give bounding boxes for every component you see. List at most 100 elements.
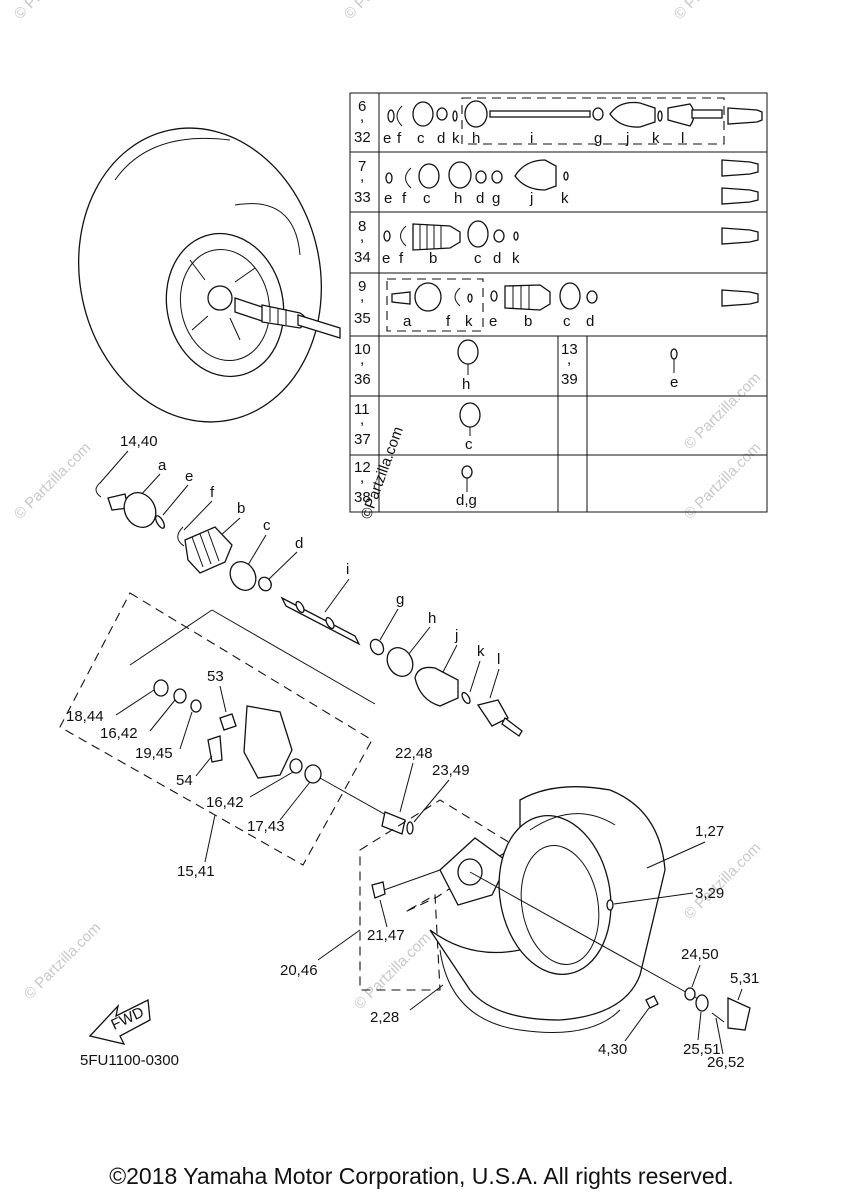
label-pin: 26,52 (707, 1054, 745, 1071)
label-e: e (185, 468, 193, 485)
table-letter: b (429, 250, 437, 267)
table-letter: g (594, 130, 602, 147)
table-letter: b (524, 313, 532, 330)
label-c: c (263, 517, 271, 534)
table-letter: e (489, 313, 497, 330)
label-bearing-a: 16,42 (100, 725, 138, 742)
table-row-num: 37 (354, 431, 371, 448)
diagram-code: 5FU1100-0300 (80, 1052, 179, 1069)
knuckle-assembly: 18,44 16,42 19,45 53 54 16,42 17,43 15,4… (59, 592, 470, 880)
label-b: b (237, 500, 245, 517)
table-letter: f (402, 190, 407, 207)
label-l: l (497, 651, 500, 668)
table-letter: c (474, 250, 482, 267)
label-seal-b: 17,43 (247, 818, 285, 835)
label-h: h (428, 610, 436, 627)
label-seal-a: 18,44 (66, 708, 104, 725)
table-row-num: 13 (561, 341, 578, 358)
table-row-num: 39 (561, 371, 578, 388)
variant-table: 6 , 32 7 , 33 8 , 34 9 , 35 10 , 36 11 ,… (349, 92, 768, 521)
table-letter: l (681, 130, 684, 147)
table-row-num: 35 (354, 310, 371, 327)
rear-wheel-assembly: 1,27 3,29 2,28 20,46 21,47 4,30 24,50 5,… (280, 786, 759, 1071)
table-letter: f (399, 250, 404, 267)
table-row-num: 38 (354, 489, 371, 506)
label-spacer: 22,48 (395, 745, 433, 762)
table-row-num: 32 (354, 129, 371, 146)
table-letter: h (462, 376, 470, 393)
label-g: g (396, 591, 404, 608)
table-row-num: 7 (358, 158, 366, 175)
watermark: © Partzilla.com (21, 919, 104, 1002)
label-washer: 24,50 (681, 946, 719, 963)
table-letter: c (563, 313, 571, 330)
label-knuckle: 15,41 (177, 863, 215, 880)
watermark: © Partzilla.com (681, 839, 764, 922)
table-row-sep: , (360, 108, 364, 125)
table-row-num: 8 (358, 218, 366, 235)
table-letter: k (452, 130, 460, 147)
label-clip: 14,40 (120, 433, 158, 450)
label-bolt: 21,47 (367, 927, 405, 944)
table-letter: h (454, 190, 462, 207)
table-letter: d,g (456, 492, 477, 509)
label-nut-53: 53 (207, 668, 224, 685)
label-a: a (158, 457, 167, 474)
label-oring: 23,49 (432, 762, 470, 779)
label-f: f (210, 484, 215, 501)
table-letter: d (493, 250, 501, 267)
table-row-sep: , (360, 411, 364, 428)
table-row-sep: , (360, 469, 364, 486)
table-row-num: 10 (354, 341, 371, 358)
table-row-sep: , (360, 168, 364, 185)
table-row-num: 6 (358, 98, 366, 115)
table-row-num: 9 (358, 278, 366, 295)
label-i: i (346, 561, 349, 578)
watermark: © Partzilla.com (11, 439, 94, 522)
table-row-num: 11 (354, 401, 370, 418)
table-letter: k (512, 250, 520, 267)
table-row-sep: , (567, 351, 571, 368)
table-letter: c (417, 130, 425, 147)
table-letter: f (446, 313, 451, 330)
top-wheel-assembly (78, 127, 341, 423)
table-letter: d (476, 190, 484, 207)
table-row-sep: , (360, 288, 364, 305)
table-letter: d (586, 313, 594, 330)
table-letter: k (561, 190, 569, 207)
table-letter: d (437, 130, 445, 147)
label-collar: 19,45 (135, 745, 173, 762)
table-letter: k (465, 313, 473, 330)
table-row-sep: , (360, 351, 364, 368)
drive-shaft-assembly: 14,40 a e f b c d i g h j (95, 433, 523, 737)
table-letter: j (529, 190, 533, 207)
table-letter: g (492, 190, 500, 207)
label-d: d (295, 535, 303, 552)
table-letter: a (403, 313, 412, 330)
table-row-num: 33 (354, 189, 371, 206)
label-rim-tire: 1,27 (695, 823, 724, 840)
fwd-indicator: FWD (88, 998, 151, 1045)
label-bolt-54: 54 (176, 772, 193, 789)
watermark: © Partzilla.com (341, 0, 424, 23)
table-letter: e (670, 374, 678, 391)
table-letter: e (384, 190, 392, 207)
table-letter: e (382, 250, 390, 267)
label-valve: 3,29 (695, 885, 724, 902)
watermark: © Partzilla.com (11, 0, 94, 23)
label-cap: 5,31 (730, 970, 759, 987)
table-row-num: 34 (354, 249, 371, 266)
label-tire: 2,28 (370, 1009, 399, 1026)
label-j: j (454, 627, 458, 644)
watermark: © Partzilla.com (671, 0, 754, 23)
table-row-sep: , (360, 228, 364, 245)
copyright-footer: ©2018 Yamaha Motor Corporation, U.S.A. A… (109, 1163, 734, 1189)
table-letter: j (625, 130, 629, 147)
label-nut: 4,30 (598, 1041, 627, 1058)
table-letter: c (465, 436, 473, 453)
table-letter: i (530, 130, 533, 147)
label-k: k (477, 643, 485, 660)
label-bearing-b: 16,42 (206, 794, 244, 811)
table-row-num: 12 (354, 459, 371, 476)
